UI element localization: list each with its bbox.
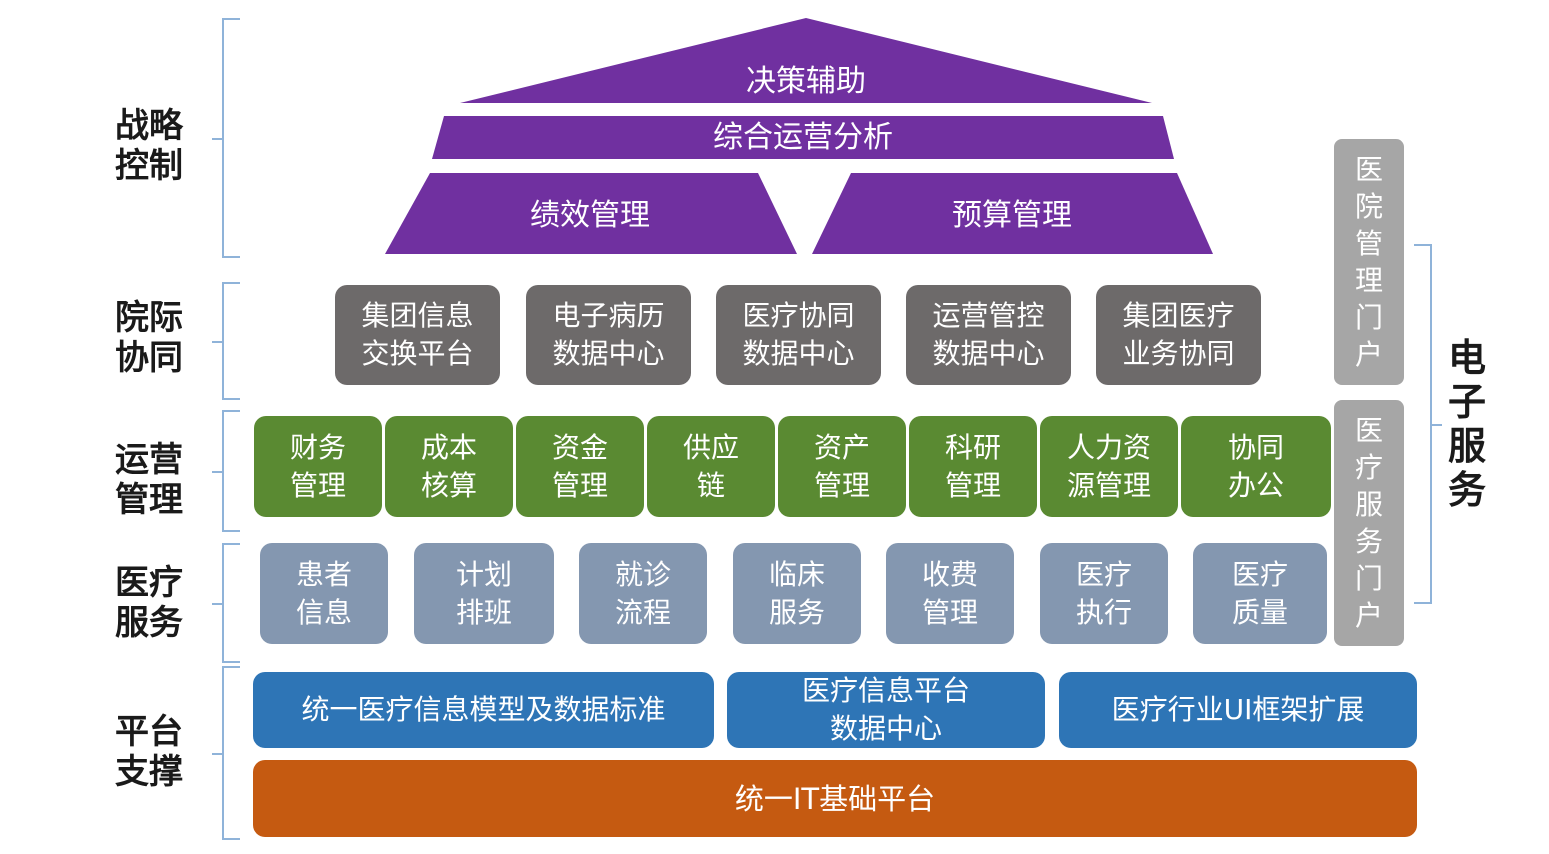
med-box-quality: 医疗 质量	[1193, 543, 1327, 644]
bracket-e-service	[1414, 244, 1442, 604]
base-it-platform: 统一IT基础平台	[253, 760, 1417, 837]
performance-mgmt-label: 绩效管理	[530, 198, 650, 233]
collab-box-group-exchange: 集团信息 交换平台	[335, 285, 500, 385]
med-box-patient-info: 患者 信息	[260, 543, 388, 644]
portal-medical-service: 医疗服务门户	[1334, 400, 1404, 646]
portal-medical-service-label: 医疗服务门户	[1355, 414, 1384, 632]
bracket-operations	[212, 410, 240, 532]
label-collaboration: 院际 协同	[115, 298, 183, 378]
ops-box-research: 科研 管理	[909, 416, 1037, 517]
ops-box-funds: 资金 管理	[516, 416, 644, 517]
ops-box-cost-accounting: 成本 核算	[385, 416, 513, 517]
budget-mgmt-label: 预算管理	[952, 198, 1072, 233]
strategy-pyramid	[385, 18, 1213, 254]
med-box-billing: 收费 管理	[886, 543, 1014, 644]
platform-box-info-platform: 医疗信息平台 数据中心	[727, 672, 1045, 748]
platform-box-ui-framework: 医疗行业UI框架扩展	[1059, 672, 1417, 748]
label-e-service: 电子服务	[1447, 336, 1486, 512]
label-platform-support: 平台 支撑	[115, 712, 183, 792]
analysis-band	[432, 116, 1174, 159]
med-box-visit-flow: 就诊 流程	[579, 543, 707, 644]
collab-box-emr-center: 电子病历 数据中心	[526, 285, 691, 385]
operations-analysis-label: 综合运营分析	[713, 120, 893, 155]
portal-hospital-mgmt-label: 医院管理门户	[1355, 153, 1384, 371]
bracket-collaboration	[212, 282, 240, 400]
label-strategic-control: 战略 控制	[115, 106, 183, 186]
apex-triangle	[460, 18, 1152, 103]
label-medical-service: 医疗 服务	[115, 563, 183, 643]
decision-support-label: 决策辅助	[746, 64, 866, 99]
med-box-clinical: 临床 服务	[733, 543, 861, 644]
bracket-platform	[212, 666, 240, 840]
performance-trapezoid	[385, 173, 797, 254]
ops-box-hr: 人力资 源管理	[1040, 416, 1178, 517]
platform-box-data-standard: 统一医疗信息模型及数据标准	[253, 672, 714, 748]
med-box-scheduling: 计划 排班	[414, 543, 554, 644]
ops-box-collab-office: 协同 办公	[1181, 416, 1331, 517]
collab-box-medical-collab-center: 医疗协同 数据中心	[716, 285, 881, 385]
ops-box-supply-chain: 供应 链	[647, 416, 775, 517]
ops-box-assets: 资产 管理	[778, 416, 906, 517]
bracket-strategic	[212, 18, 240, 258]
ops-box-finance: 财务 管理	[254, 416, 382, 517]
med-box-execution: 医疗 执行	[1040, 543, 1168, 644]
bracket-medical	[212, 543, 240, 663]
budget-trapezoid	[812, 173, 1213, 254]
label-operations: 运营 管理	[115, 440, 183, 520]
collab-box-ops-control-center: 运营管控 数据中心	[906, 285, 1071, 385]
portal-hospital-mgmt: 医院管理门户	[1334, 139, 1404, 385]
collab-box-group-medical-business: 集团医疗 业务协同	[1096, 285, 1261, 385]
